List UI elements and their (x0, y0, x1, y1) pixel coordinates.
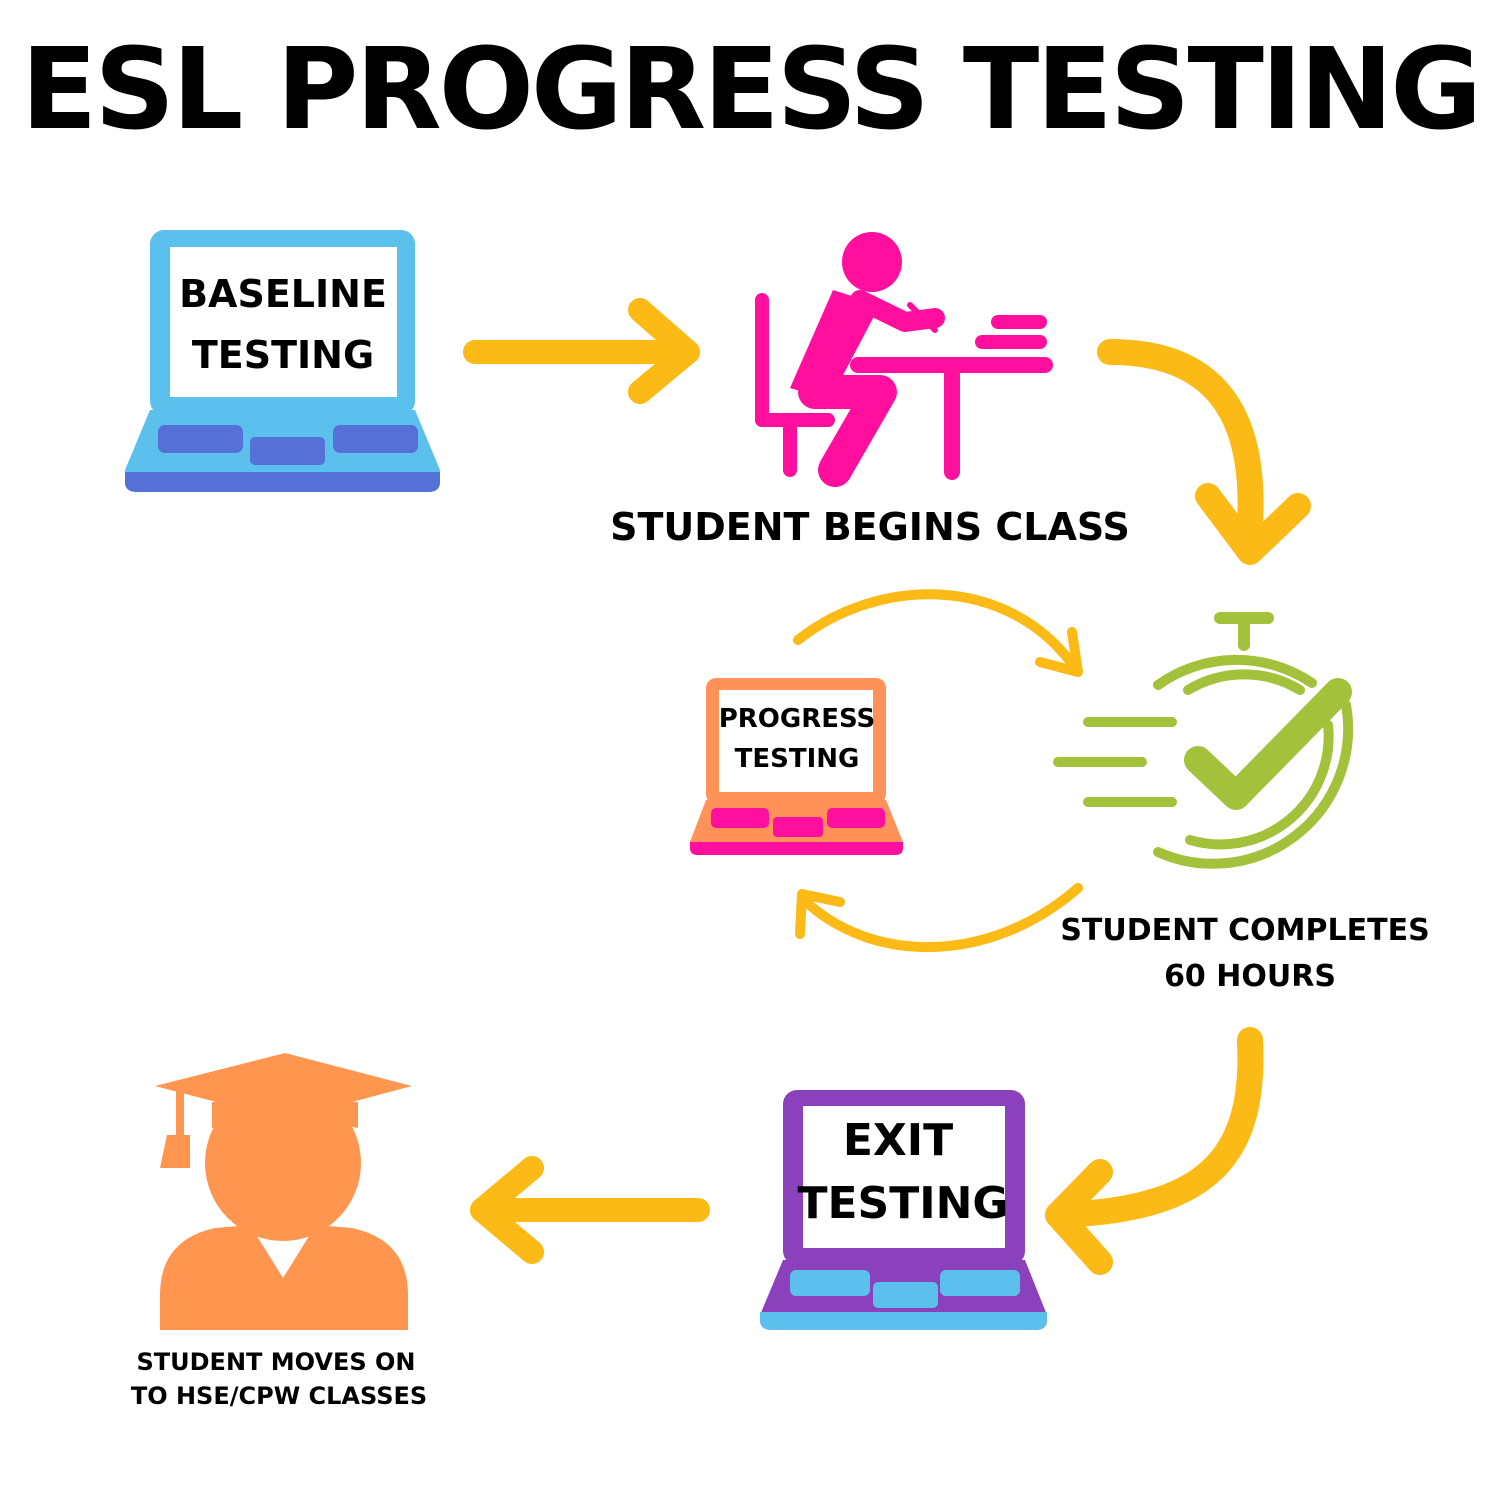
moves-on-label-line2: TO HSE/CPW CLASSES (131, 1382, 427, 1410)
exit-testing-node: EXIT TESTING (760, 1090, 1047, 1330)
arrow-completes-to-exit (1045, 1027, 1264, 1275)
page-title: ESL PROGRESS TESTING (21, 25, 1479, 155)
exit-label-line1: EXIT (843, 1115, 953, 1166)
laptop-icon (690, 678, 903, 855)
laptop-icon (760, 1090, 1047, 1330)
arrow-exit-to-graduate (470, 1156, 710, 1264)
baseline-label-line1: BASELINE (179, 272, 387, 316)
student-completes-label-line2: 60 HOURS (1164, 959, 1336, 994)
progress-label-line1: PROGRESS (719, 704, 876, 734)
student-moves-on-node: STUDENT MOVES ON TO HSE/CPW CLASSES (131, 1053, 427, 1410)
moves-on-label-line1: STUDENT MOVES ON (136, 1348, 415, 1376)
student-completes-label-line1: STUDENT COMPLETES (1060, 913, 1429, 948)
student-completes-node: STUDENT COMPLETES 60 HOURS (1053, 612, 1430, 994)
laptop-icon (125, 230, 440, 492)
progress-testing-node: PROGRESS TESTING (690, 678, 903, 855)
student-begins-class-label: STUDENT BEGINS CLASS (610, 505, 1130, 549)
exit-label-line2: TESTING (797, 1178, 1008, 1229)
baseline-label-line2: TESTING (192, 333, 374, 377)
student-desk-icon (755, 232, 1053, 487)
arrow-class-to-completes (1097, 339, 1311, 565)
stopwatch-check-icon (1053, 612, 1354, 869)
arrows (463, 298, 1311, 1275)
student-begins-class-node: STUDENT BEGINS CLASS (610, 232, 1130, 549)
arrow-baseline-to-class (463, 298, 700, 404)
progress-label-line2: TESTING (735, 744, 860, 774)
arrow-completes-to-progress (795, 883, 1083, 953)
arrow-progress-to-completes (793, 589, 1083, 677)
baseline-testing-node: BASELINE TESTING (125, 230, 440, 492)
graduate-icon (155, 1053, 412, 1330)
